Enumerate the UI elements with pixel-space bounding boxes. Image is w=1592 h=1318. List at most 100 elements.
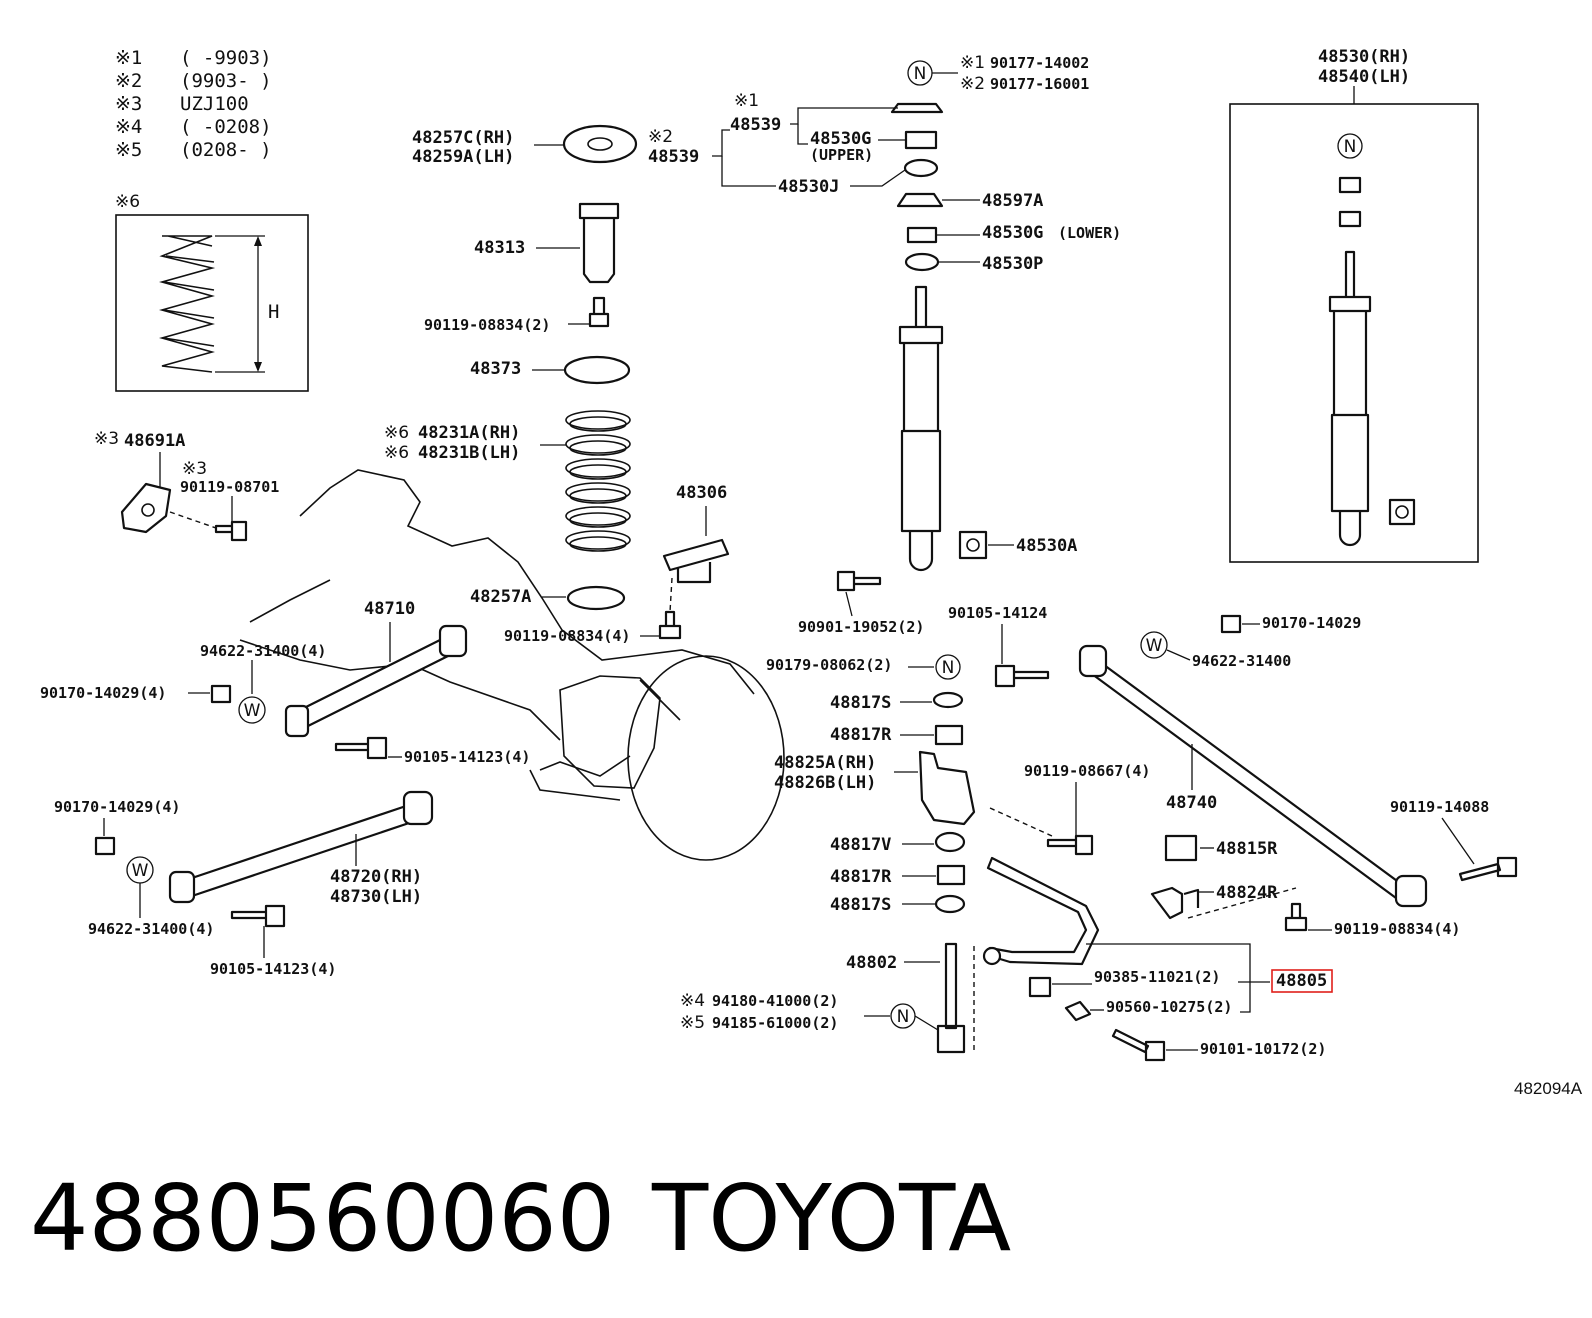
label-48817s-a: 48817S <box>830 693 891 713</box>
washer-icon <box>904 252 940 272</box>
label-48826b: 48826B(LH) <box>774 773 876 793</box>
nut-icon <box>1220 614 1242 634</box>
label-48817s-b: 48817S <box>830 895 891 915</box>
non-reusable-icon <box>935 654 961 680</box>
bolt-icon <box>836 570 882 592</box>
spring-insulator-icon <box>562 124 638 164</box>
legend-text-5: (0208- ) <box>180 139 272 161</box>
legend-text-1: ( -9903) <box>180 47 272 69</box>
coil-spring-icon <box>565 410 631 552</box>
label-48805: 48805 <box>1276 971 1327 991</box>
left-links: ※3 48691A ※3 90119-08701 48710 94622-314… <box>40 429 530 978</box>
stabilizer-link-icon <box>936 942 966 1054</box>
differential-outline <box>627 655 785 861</box>
label-90101-10172: 90101-10172(2) <box>1200 1040 1326 1058</box>
coil-spring-group: 48257C(RH) 48259A(LH) 48313 90119-08834(… <box>384 124 638 611</box>
cushion-icon <box>936 864 966 886</box>
stabilizer-bracket-icon <box>918 750 976 826</box>
label-90385-11021: 90385-11021(2) <box>1094 968 1220 986</box>
differential-cover <box>559 675 661 789</box>
shock-absorber-icon <box>898 285 944 572</box>
part-number: 4880560060 <box>30 1165 615 1272</box>
label-90119-14088: 90119-14088 <box>1390 798 1489 816</box>
bolt-icon <box>994 664 1050 688</box>
axle-housing <box>239 469 785 861</box>
cushion-lower-icon <box>906 226 938 244</box>
bushing-icon <box>1338 176 1362 194</box>
spring-box-mark: ※6 <box>115 192 140 212</box>
legend-text-3: UZJ100 <box>180 93 249 115</box>
label-48257c: 48257C(RH) <box>412 128 514 148</box>
label-94622-31400-4-a: 94622-31400(4) <box>200 642 326 660</box>
bushing-end-icon <box>1078 644 1108 678</box>
bushing-end-icon <box>1394 874 1428 908</box>
bolt-icon <box>214 520 248 542</box>
bolt-icon <box>588 296 610 328</box>
label-48817r-b: 48817R <box>830 867 892 887</box>
label-48313: 48313 <box>474 238 525 258</box>
non-reusable-icon <box>1337 133 1363 159</box>
nut-icon <box>210 684 232 704</box>
label-90170-14029-4-b: 90170-14029(4) <box>54 798 180 816</box>
bump-stopper-icon <box>578 202 620 284</box>
collar-icon <box>1064 1000 1092 1022</box>
label-48817v: 48817V <box>830 835 891 855</box>
legend-mark-3: ※3 <box>115 93 142 115</box>
label-90119-08834-4-a: 90119-08834(4) <box>504 627 630 645</box>
label-48530g-lower: 48530G <box>982 223 1043 243</box>
label-48710: 48710 <box>364 599 415 619</box>
bracket-icon <box>120 482 172 534</box>
diagram-code: 482094A <box>1514 1079 1583 1098</box>
label-48231a: 48231A(RH) <box>418 423 520 443</box>
spring-height-label: H <box>268 301 279 323</box>
svg-text:※3: ※3 <box>94 429 119 449</box>
shock-box-label-lh: 48540(LH) <box>1318 67 1410 87</box>
label-90105-14123-4-a: 90105-14123(4) <box>404 748 530 766</box>
cushion-icon <box>934 724 964 746</box>
shock-box-frame <box>1229 103 1479 563</box>
label-48306: 48306 <box>676 483 727 503</box>
spring-box-frame <box>115 214 309 392</box>
washer-w-icon <box>1140 631 1168 659</box>
legend-mark-5: ※5 <box>115 139 142 161</box>
label-94185-61000: 94185-61000(2) <box>712 1014 838 1032</box>
svg-text:N: N <box>914 64 927 84</box>
upper-mount-group: N ※1 90177-14002 ※2 90177-16001 ※1 48539… <box>648 53 1121 274</box>
cushion-upper-icon <box>904 130 938 150</box>
bolt-icon <box>658 610 682 640</box>
label-90119-08701: 90119-08701 <box>180 478 279 496</box>
label-48530g-upper: 48530G <box>810 129 871 149</box>
lateral-rod-icon <box>1090 660 1406 900</box>
cushion-icon <box>934 831 966 853</box>
label-94622-31400-4-b: 94622-31400(4) <box>88 920 214 938</box>
spring-coil-icon <box>159 235 216 373</box>
label-48373: 48373 <box>470 359 521 379</box>
svg-text:※2: ※2 <box>960 74 985 94</box>
bolt-icon <box>230 904 286 928</box>
bolt-icon <box>1284 902 1308 932</box>
stabilizer-bar-icon <box>986 856 1100 966</box>
washer-icon <box>903 158 939 178</box>
svg-text:※5: ※5 <box>680 1013 705 1033</box>
label-48802: 48802 <box>846 953 897 973</box>
shock-absorber-icon <box>1328 250 1372 547</box>
label-48720: 48720(RH) <box>330 867 422 887</box>
bracket-48306: 48306 90119-08834(4) <box>504 483 730 645</box>
label-48530j: 48530J <box>778 177 839 197</box>
spring-insulator-icon <box>566 585 626 611</box>
legend-text-4: ( -0208) <box>180 116 272 138</box>
label-48231b: 48231B(LH) <box>418 443 520 463</box>
highlighted-part-box <box>1271 969 1333 993</box>
nut-icon <box>94 836 116 856</box>
label-lower: (LOWER) <box>1058 224 1121 242</box>
label-90170-14029: 90170-14029 <box>1262 614 1361 632</box>
svg-text:N: N <box>897 1007 910 1027</box>
cushion-icon <box>1164 834 1198 862</box>
cushion-icon <box>934 894 966 914</box>
label-90179-08062: 90179-08062(2) <box>766 656 892 674</box>
label-48691a: 48691A <box>124 431 185 451</box>
label-48259a: 48259A(LH) <box>412 147 514 167</box>
bushing-icon <box>958 530 988 560</box>
label-48825a: 48825A(RH) <box>774 753 876 773</box>
